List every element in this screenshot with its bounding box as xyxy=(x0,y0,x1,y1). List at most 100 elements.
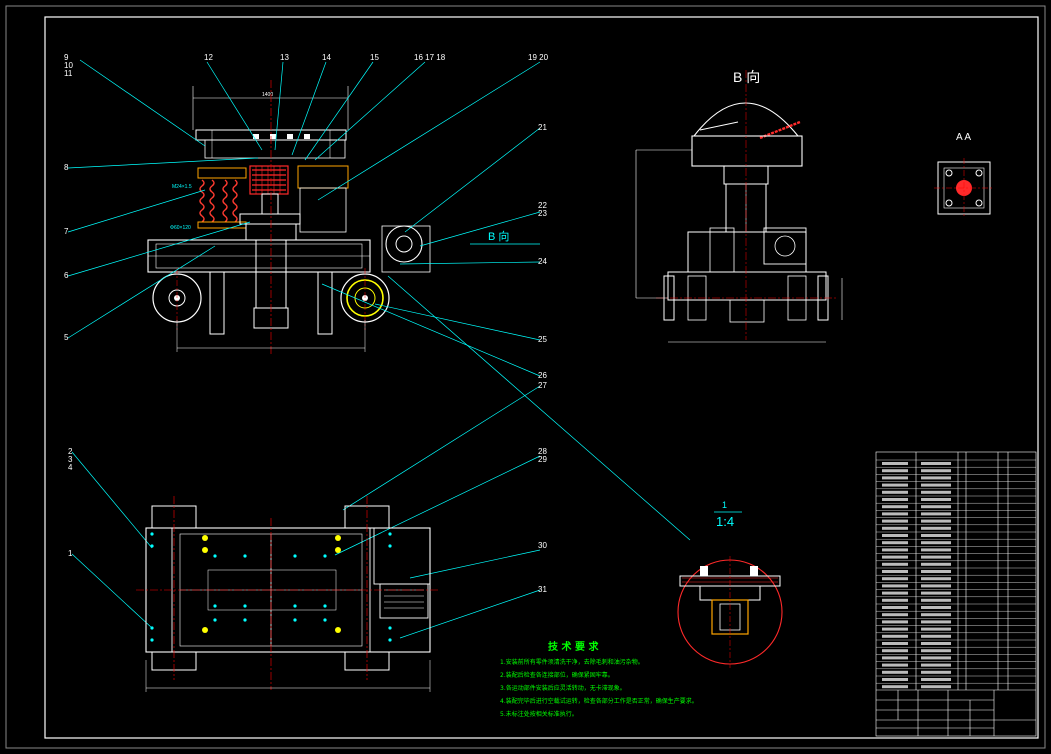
balloon: 13 xyxy=(280,53,289,62)
bom-cell-text-placeholder xyxy=(921,678,951,681)
bom-cell-text-placeholder xyxy=(882,570,908,573)
balloon: 23 xyxy=(538,209,547,218)
balloon: 12 xyxy=(204,53,213,62)
balloon: 21 xyxy=(538,123,547,132)
bom-cell-text-placeholder xyxy=(921,591,951,595)
bom-cell-text-placeholder xyxy=(882,656,908,660)
bom-cell-text-placeholder xyxy=(882,634,908,638)
bom-cell-text-placeholder xyxy=(921,634,951,638)
bom-cell-text-placeholder xyxy=(921,598,951,602)
bom-cell-text-placeholder xyxy=(882,519,908,523)
balloon: 26 xyxy=(538,371,547,380)
tech-req-item: 1.安装前所有零件须清洗干净，去除毛刺和油污杂物。 xyxy=(500,659,644,666)
balloon: 14 xyxy=(322,53,331,62)
bom-cell-text-placeholder xyxy=(921,534,951,537)
bom-cell-text-placeholder xyxy=(921,584,951,588)
bom-rows xyxy=(876,459,1036,689)
balloon: 10 xyxy=(64,61,73,70)
bom-cell-text-placeholder xyxy=(921,548,951,552)
bom-cell-text-placeholder xyxy=(882,606,908,609)
bom-cell-text-placeholder xyxy=(882,512,908,516)
aa-section-view xyxy=(934,158,994,218)
tech-req-title: 技 术 要 求 xyxy=(548,642,599,653)
bom-cell-text-placeholder xyxy=(882,476,908,480)
dim-top: 1400 xyxy=(262,92,273,98)
bom-cell-text-placeholder xyxy=(882,577,908,581)
tech-req-item: 5.未标注处按相关标准执行。 xyxy=(500,711,578,718)
detail-scale: 1:4 xyxy=(716,514,734,529)
balloon: 11 xyxy=(64,69,73,78)
balloon: 8 xyxy=(64,163,69,172)
balloon: 19 20 xyxy=(528,53,549,62)
bom-cell-text-placeholder xyxy=(921,627,951,631)
bom-cell-text-placeholder xyxy=(921,505,951,509)
bom-cell-text-placeholder xyxy=(921,562,951,566)
bom-cell-text-placeholder xyxy=(882,526,908,530)
front-view: 1400 xyxy=(147,80,431,356)
b-view-title: B 向 xyxy=(733,69,760,85)
bom-cell-text-placeholder xyxy=(921,519,951,523)
bom-cell-text-placeholder xyxy=(921,656,951,660)
bom-cell-text-placeholder xyxy=(882,498,908,501)
plan-view xyxy=(136,496,440,692)
tech-req-item: 4.装配完毕后进行空载试运转，检查各部分工作是否正常，确保生产要求。 xyxy=(500,698,698,705)
bom-cell-text-placeholder xyxy=(882,483,908,487)
balloon: 29 xyxy=(538,455,547,464)
balloon: 6 xyxy=(64,271,69,280)
bom-cell-text-placeholder xyxy=(882,598,908,602)
bom-cell-text-placeholder xyxy=(921,642,951,645)
bom-cell-text-placeholder xyxy=(882,490,908,494)
bom-cell-text-placeholder xyxy=(921,490,951,494)
bom-cell-text-placeholder xyxy=(882,613,908,617)
balloon: 27 xyxy=(538,381,547,390)
bom-cell-text-placeholder xyxy=(921,498,951,501)
tech-req-item: 2.装配后检查各连接部位，确保紧固牢靠。 xyxy=(500,672,614,679)
bom-cell-text-placeholder xyxy=(921,620,951,624)
bom-cell-text-placeholder xyxy=(882,562,908,566)
title-block xyxy=(876,689,1036,736)
bom-cell-text-placeholder xyxy=(882,670,908,674)
bom-cell-text-placeholder xyxy=(882,678,908,681)
bom-cell-text-placeholder xyxy=(882,541,908,545)
tech-req-item: 3.各运动部件安装后应灵活转动，无卡滞现象。 xyxy=(500,685,626,692)
bom-cell-text-placeholder xyxy=(882,620,908,624)
bom-cell-text-placeholder xyxy=(921,649,951,653)
bom-cell-text-placeholder xyxy=(921,613,951,617)
bom-cell-text-placeholder xyxy=(921,476,951,480)
balloon: 16 17 18 xyxy=(414,53,446,62)
bom-cell-text-placeholder xyxy=(882,591,908,595)
bom-cell-text-placeholder xyxy=(921,663,951,667)
detail-view xyxy=(677,556,783,668)
outer-frame xyxy=(5,5,1046,749)
bom-cell-text-placeholder xyxy=(921,483,951,487)
bom-cell-text-placeholder xyxy=(882,627,908,631)
bom-cell-text-placeholder xyxy=(921,512,951,516)
detail-number: 1 xyxy=(722,500,727,510)
bom-cell-text-placeholder xyxy=(921,577,951,581)
bom-cell-text-placeholder xyxy=(921,606,951,609)
b-direction-arrow-label: B 向 xyxy=(488,229,509,243)
balloon: 31 xyxy=(538,585,547,594)
bom-cell-text-placeholder xyxy=(921,570,951,573)
bom-cell-text-placeholder xyxy=(921,526,951,530)
balloon: 28 xyxy=(538,447,547,456)
dim-left-a: M24×1.5 xyxy=(172,184,192,190)
balloon: 7 xyxy=(64,227,69,236)
leader-lines xyxy=(67,59,691,639)
balloon: 1 xyxy=(68,549,73,558)
bom-cell-text-placeholder xyxy=(921,670,951,674)
bom-cell-text-placeholder xyxy=(882,469,908,473)
bom-cell-text-placeholder xyxy=(921,555,951,559)
balloon: 4 xyxy=(68,463,73,472)
balloon: 3 xyxy=(68,455,73,464)
bom-cell-text-placeholder xyxy=(921,469,951,473)
bom-cell-text-placeholder xyxy=(882,555,908,559)
bom-cell-text-placeholder xyxy=(882,685,908,689)
balloon: 2 xyxy=(68,447,73,456)
inner-frame xyxy=(44,16,1039,739)
bom-cell-text-placeholder xyxy=(882,505,908,509)
dim-left-b: Φ60×120 xyxy=(170,225,191,231)
b-view xyxy=(635,70,843,343)
balloon: 5 xyxy=(64,333,69,342)
balloon-labels: 12 13 14 15 16 17 18 19 20 9 10 11 8 7 6… xyxy=(64,53,549,594)
